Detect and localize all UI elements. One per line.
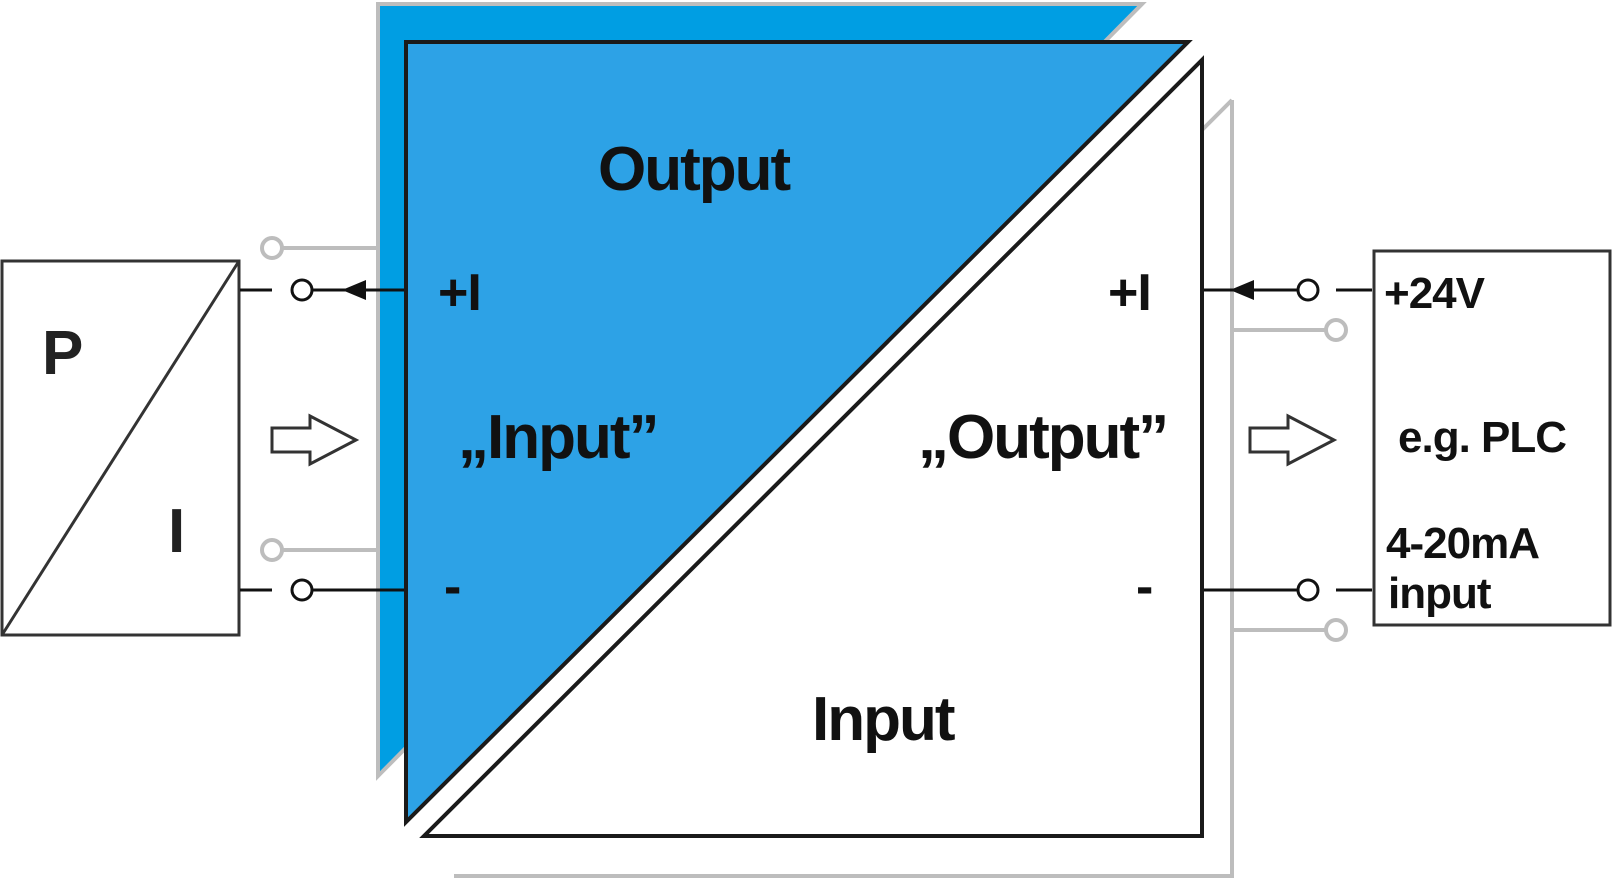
terminal-circle-icon	[260, 236, 284, 260]
left-plus-terminal-label: +I	[438, 264, 481, 322]
transducer-p-label: P	[42, 319, 83, 388]
right-plus-terminal-label: +I	[1108, 264, 1151, 322]
arrowhead-icon	[1230, 280, 1254, 300]
plc-signal-input-label: input	[1388, 569, 1492, 618]
terminal-circle-icon	[1296, 578, 1320, 602]
transducer-diagonal	[0, 260, 241, 636]
transducer-i-label: I	[168, 497, 185, 566]
plc-box	[1372, 249, 1612, 627]
left-input-quoted-label: „Input”	[458, 403, 658, 472]
left-wiring	[240, 278, 404, 602]
right-output-quoted-label: „Output”	[918, 403, 1167, 472]
plc-signal-label: 4-20mA	[1386, 519, 1539, 568]
plc-device-label: e.g. PLC	[1398, 413, 1566, 462]
left-gray-terminals	[260, 236, 380, 562]
output-blue-triangle	[404, 40, 1193, 827]
terminal-circle-icon	[1324, 618, 1348, 642]
back-gray-outline	[454, 100, 1234, 878]
arrow-right-outline-icon	[270, 413, 360, 467]
plc-supply-label: +24V	[1384, 269, 1486, 318]
arrowhead-icon	[342, 280, 366, 300]
right-wiring	[1204, 278, 1372, 602]
terminal-circle-icon	[1296, 278, 1320, 302]
right-minus-terminal-label: -	[1136, 558, 1152, 616]
terminal-circle-icon	[290, 578, 314, 602]
left-minus-terminal-label: -	[444, 558, 460, 616]
terminal-circle-icon	[290, 278, 314, 302]
terminal-circle-icon	[260, 538, 284, 562]
output-title: Output	[598, 135, 790, 204]
terminal-circle-icon	[1324, 318, 1348, 342]
arrow-right-outline-icon	[1248, 413, 1338, 467]
right-gray-terminals	[1234, 318, 1348, 642]
input-title: Input	[812, 685, 955, 754]
input-white-triangle	[419, 55, 1204, 838]
